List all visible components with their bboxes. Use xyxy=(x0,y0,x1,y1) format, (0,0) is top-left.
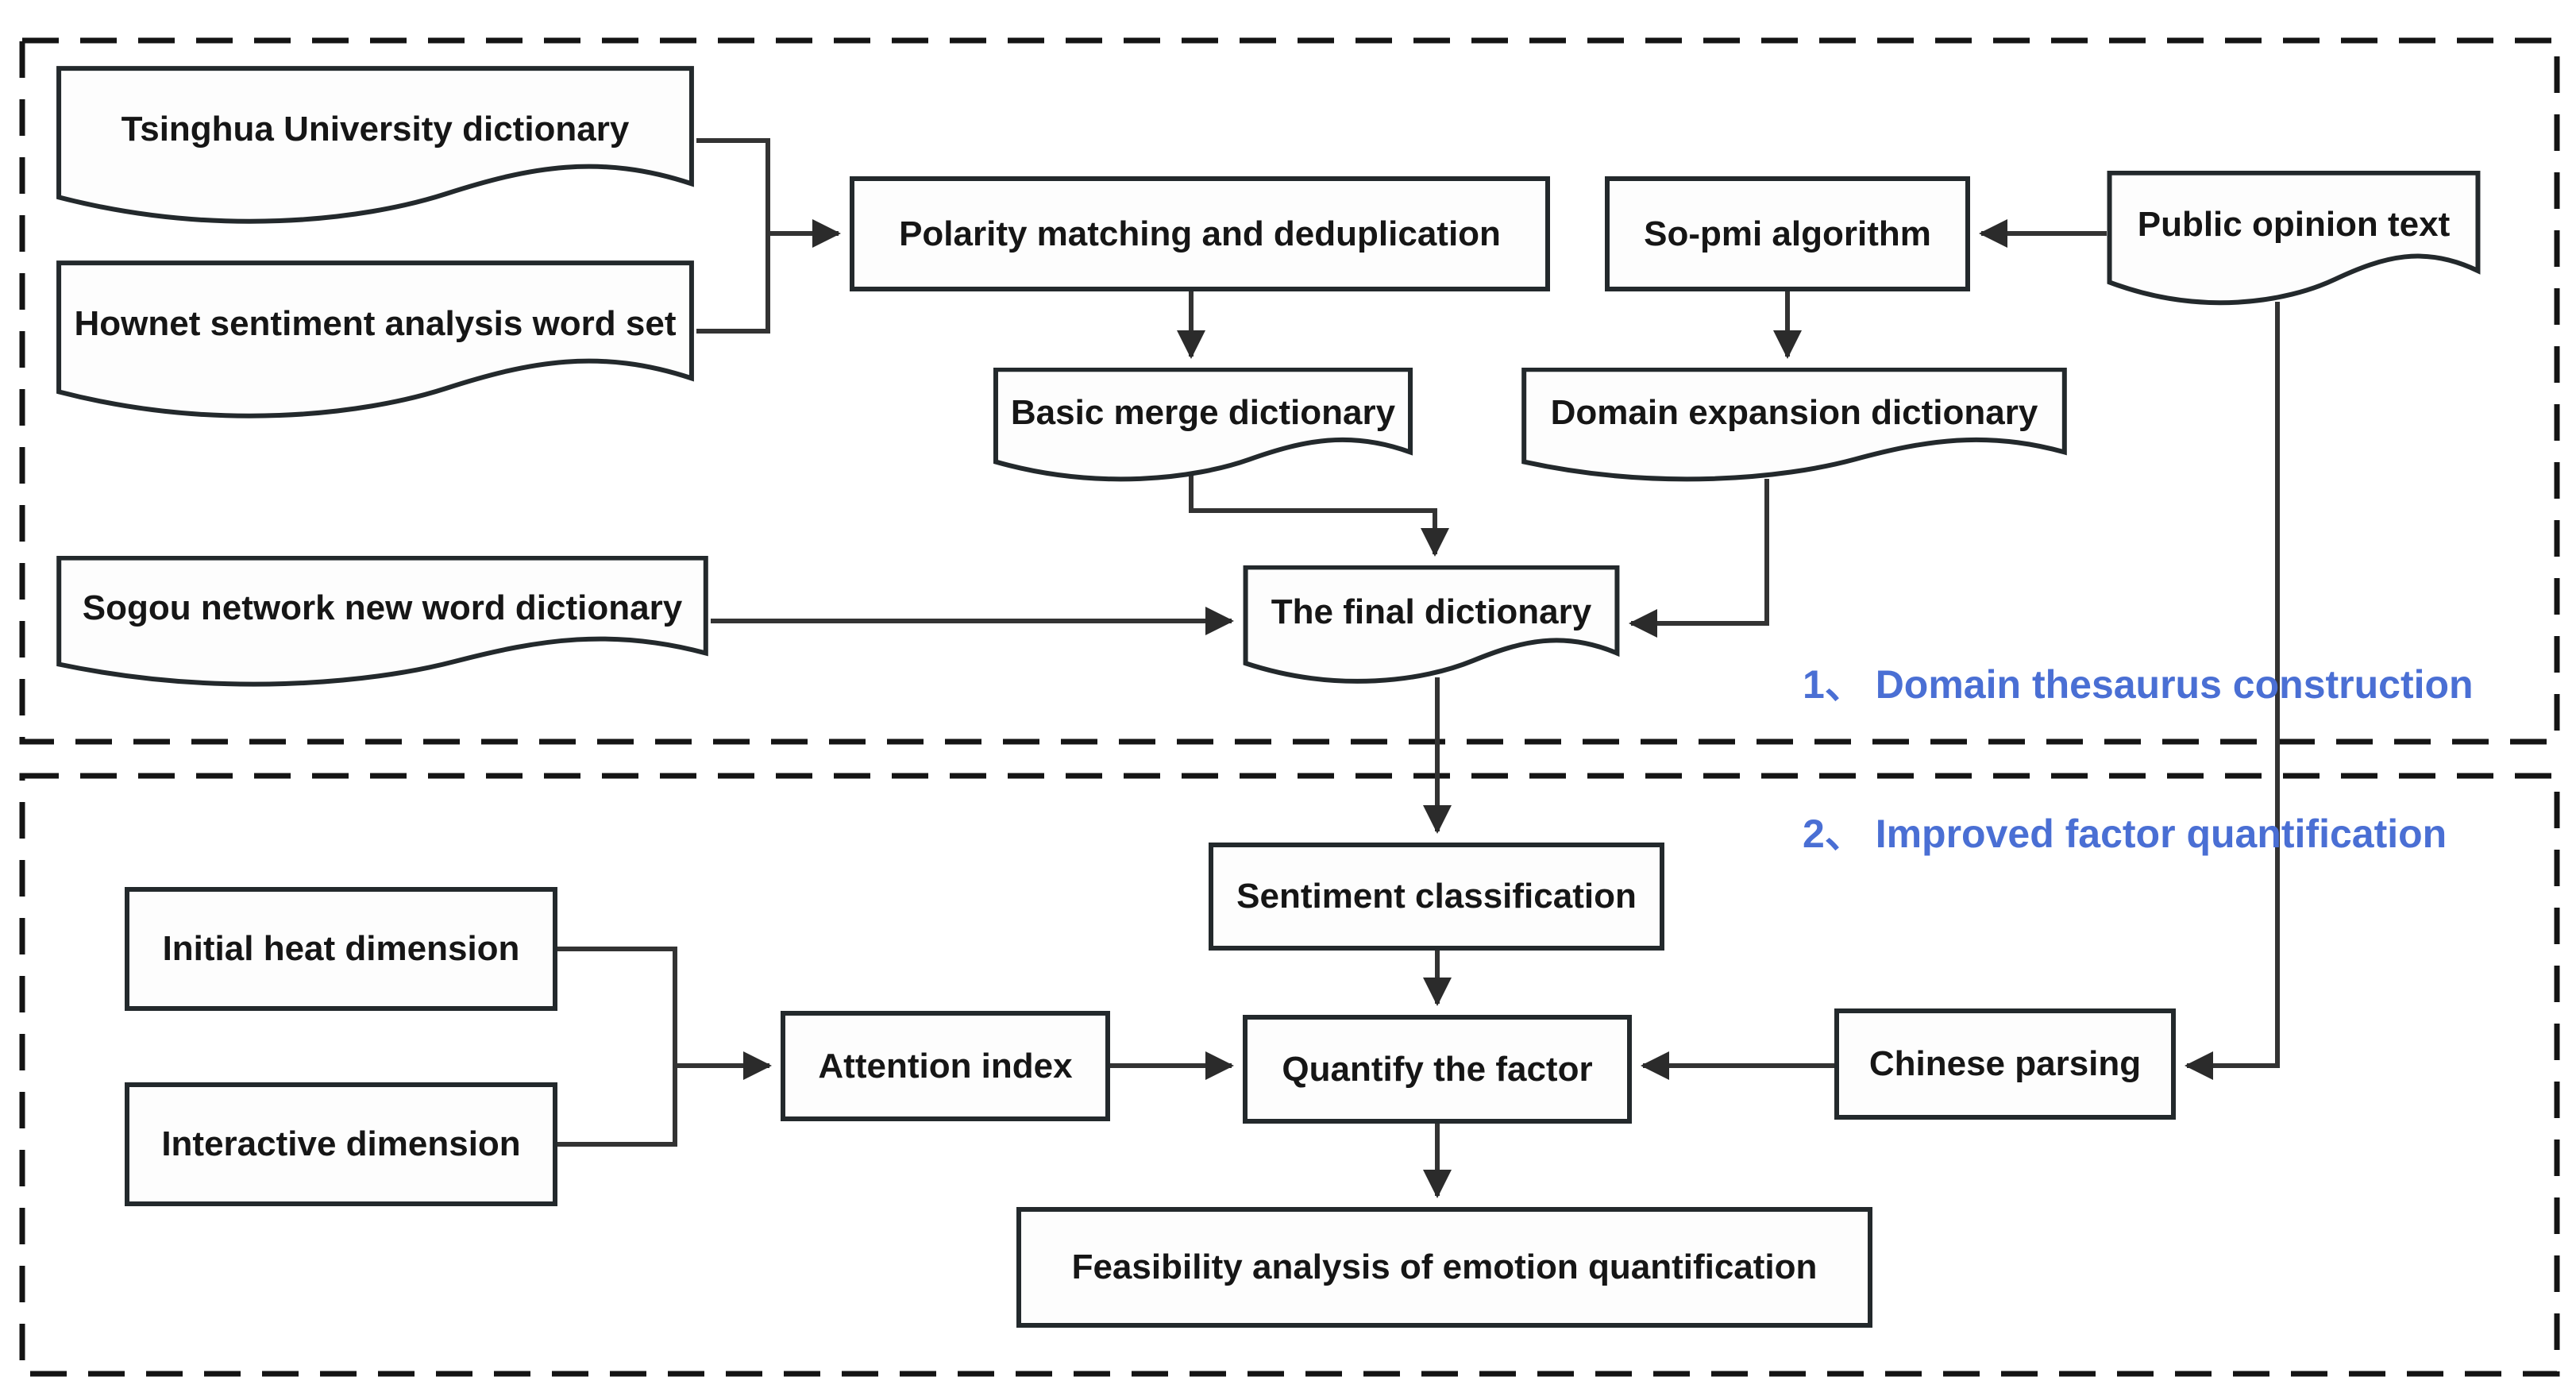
node-domain-expansion-dictionary: Domain expansion dictionary xyxy=(1520,368,2069,488)
document-shape xyxy=(54,260,696,429)
node-sogou-new-word-dictionary: Sogou network new word dictionary xyxy=(54,556,711,695)
document-shape xyxy=(2107,171,2481,314)
document-shape xyxy=(993,368,1413,488)
document-shape xyxy=(54,556,711,695)
node-final-dictionary: The final dictionary xyxy=(1243,565,1620,691)
section-1-caption: 1、 Domain thesaurus construction xyxy=(1803,662,2474,707)
node-label: Quantify the factor xyxy=(1282,1049,1593,1089)
node-hownet-word-set: Hownet sentiment analysis word set xyxy=(54,260,696,429)
node-label: Feasibility analysis of emotion quantifi… xyxy=(1071,1248,1818,1286)
node-label: Public opinion text xyxy=(2137,205,2451,244)
arrow-domain-to-final xyxy=(1629,479,1769,638)
node-basic-merge-dictionary: Basic merge dictionary xyxy=(993,368,1413,488)
node-label: Attention index xyxy=(818,1046,1073,1086)
document-shape xyxy=(1243,565,1620,691)
node-attention-index: Attention index xyxy=(781,1011,1110,1121)
node-label: Interactive dimension xyxy=(161,1124,521,1163)
node-label: Polarity matching and deduplication xyxy=(899,214,1501,253)
node-interactive-dimension: Interactive dimension xyxy=(125,1082,557,1206)
node-chinese-parsing: Chinese parsing xyxy=(1834,1008,2176,1120)
node-label: Basic merge dictionary xyxy=(1010,393,1396,432)
bracket-dimensions xyxy=(557,947,677,1147)
node-label: Initial heat dimension xyxy=(162,929,520,968)
node-sentiment-classification: Sentiment classification xyxy=(1209,843,1664,951)
arrow-public-to-chinese xyxy=(2185,302,2280,1080)
node-label: Chinese parsing xyxy=(1868,1044,2142,1083)
section-1-border xyxy=(19,37,2560,745)
arrow-basic-to-final xyxy=(1189,475,1449,557)
node-label: Domain expansion dictionary xyxy=(1550,393,2038,432)
node-tsinghua-dictionary: Tsinghua University dictionary xyxy=(54,66,696,234)
node-quantify-the-factor: Quantify the factor xyxy=(1243,1015,1632,1124)
document-shape xyxy=(1520,368,2069,488)
node-label: Sentiment classification xyxy=(1236,877,1637,916)
node-label: Sogou network new word dictionary xyxy=(82,588,683,627)
node-label: Tsinghua University dictionary xyxy=(121,110,630,148)
node-initial-heat-dimension: Initial heat dimension xyxy=(125,887,557,1011)
node-label: The final dictionary xyxy=(1271,592,1592,631)
node-sopmi-algorithm: So-pmi algorithm xyxy=(1605,176,1970,291)
node-feasibility-analysis: Feasibility analysis of emotion quantifi… xyxy=(1016,1207,1872,1328)
document-shape xyxy=(54,66,696,234)
node-public-opinion-text: Public opinion text xyxy=(2107,171,2481,314)
node-label: So-pmi algorithm xyxy=(1644,214,1931,253)
node-label: Hownet sentiment analysis word set xyxy=(74,304,677,343)
section-2-caption: 2、 Improved factor quantification xyxy=(1803,812,2447,856)
node-polarity-matching: Polarity matching and deduplication xyxy=(850,176,1550,291)
bracket-dictionaries xyxy=(696,138,770,334)
